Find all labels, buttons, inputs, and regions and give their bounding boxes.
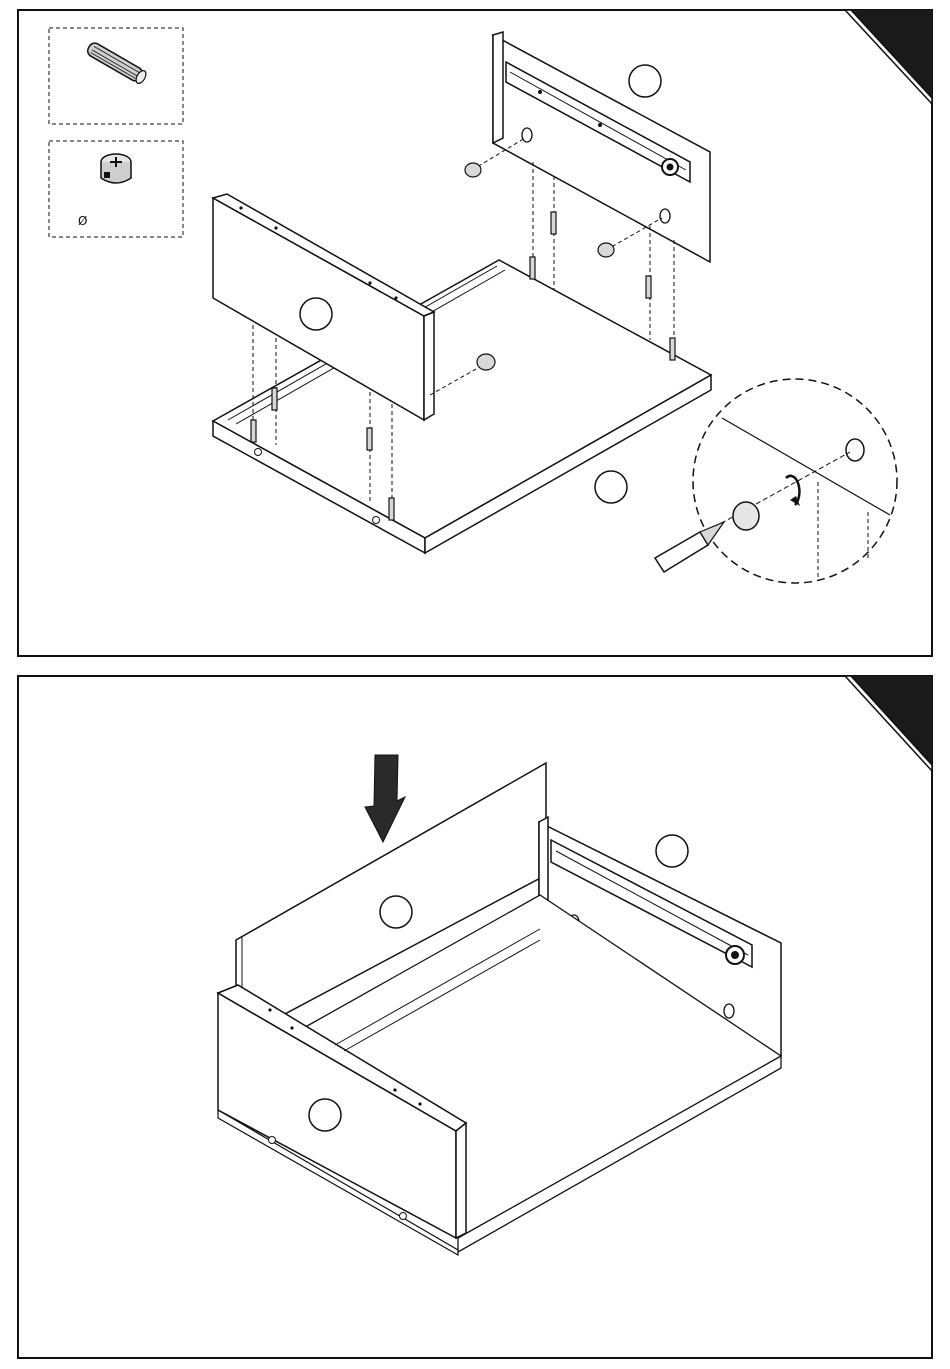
part-callout-side-panel <box>629 65 661 97</box>
part-callout-front-panel <box>300 298 332 330</box>
cam-lock-diameter-symbol: Ø <box>78 214 87 228</box>
part-callout-front-panel-b <box>309 1099 341 1131</box>
step-panel-a: Ø <box>18 10 932 656</box>
step-panel-b <box>18 676 932 1358</box>
part-callout-side-panel-b <box>656 835 688 867</box>
part-callout-back-panel <box>380 896 412 928</box>
part-callout-bottom-board <box>595 471 627 503</box>
cam-lock-icon <box>101 154 131 183</box>
